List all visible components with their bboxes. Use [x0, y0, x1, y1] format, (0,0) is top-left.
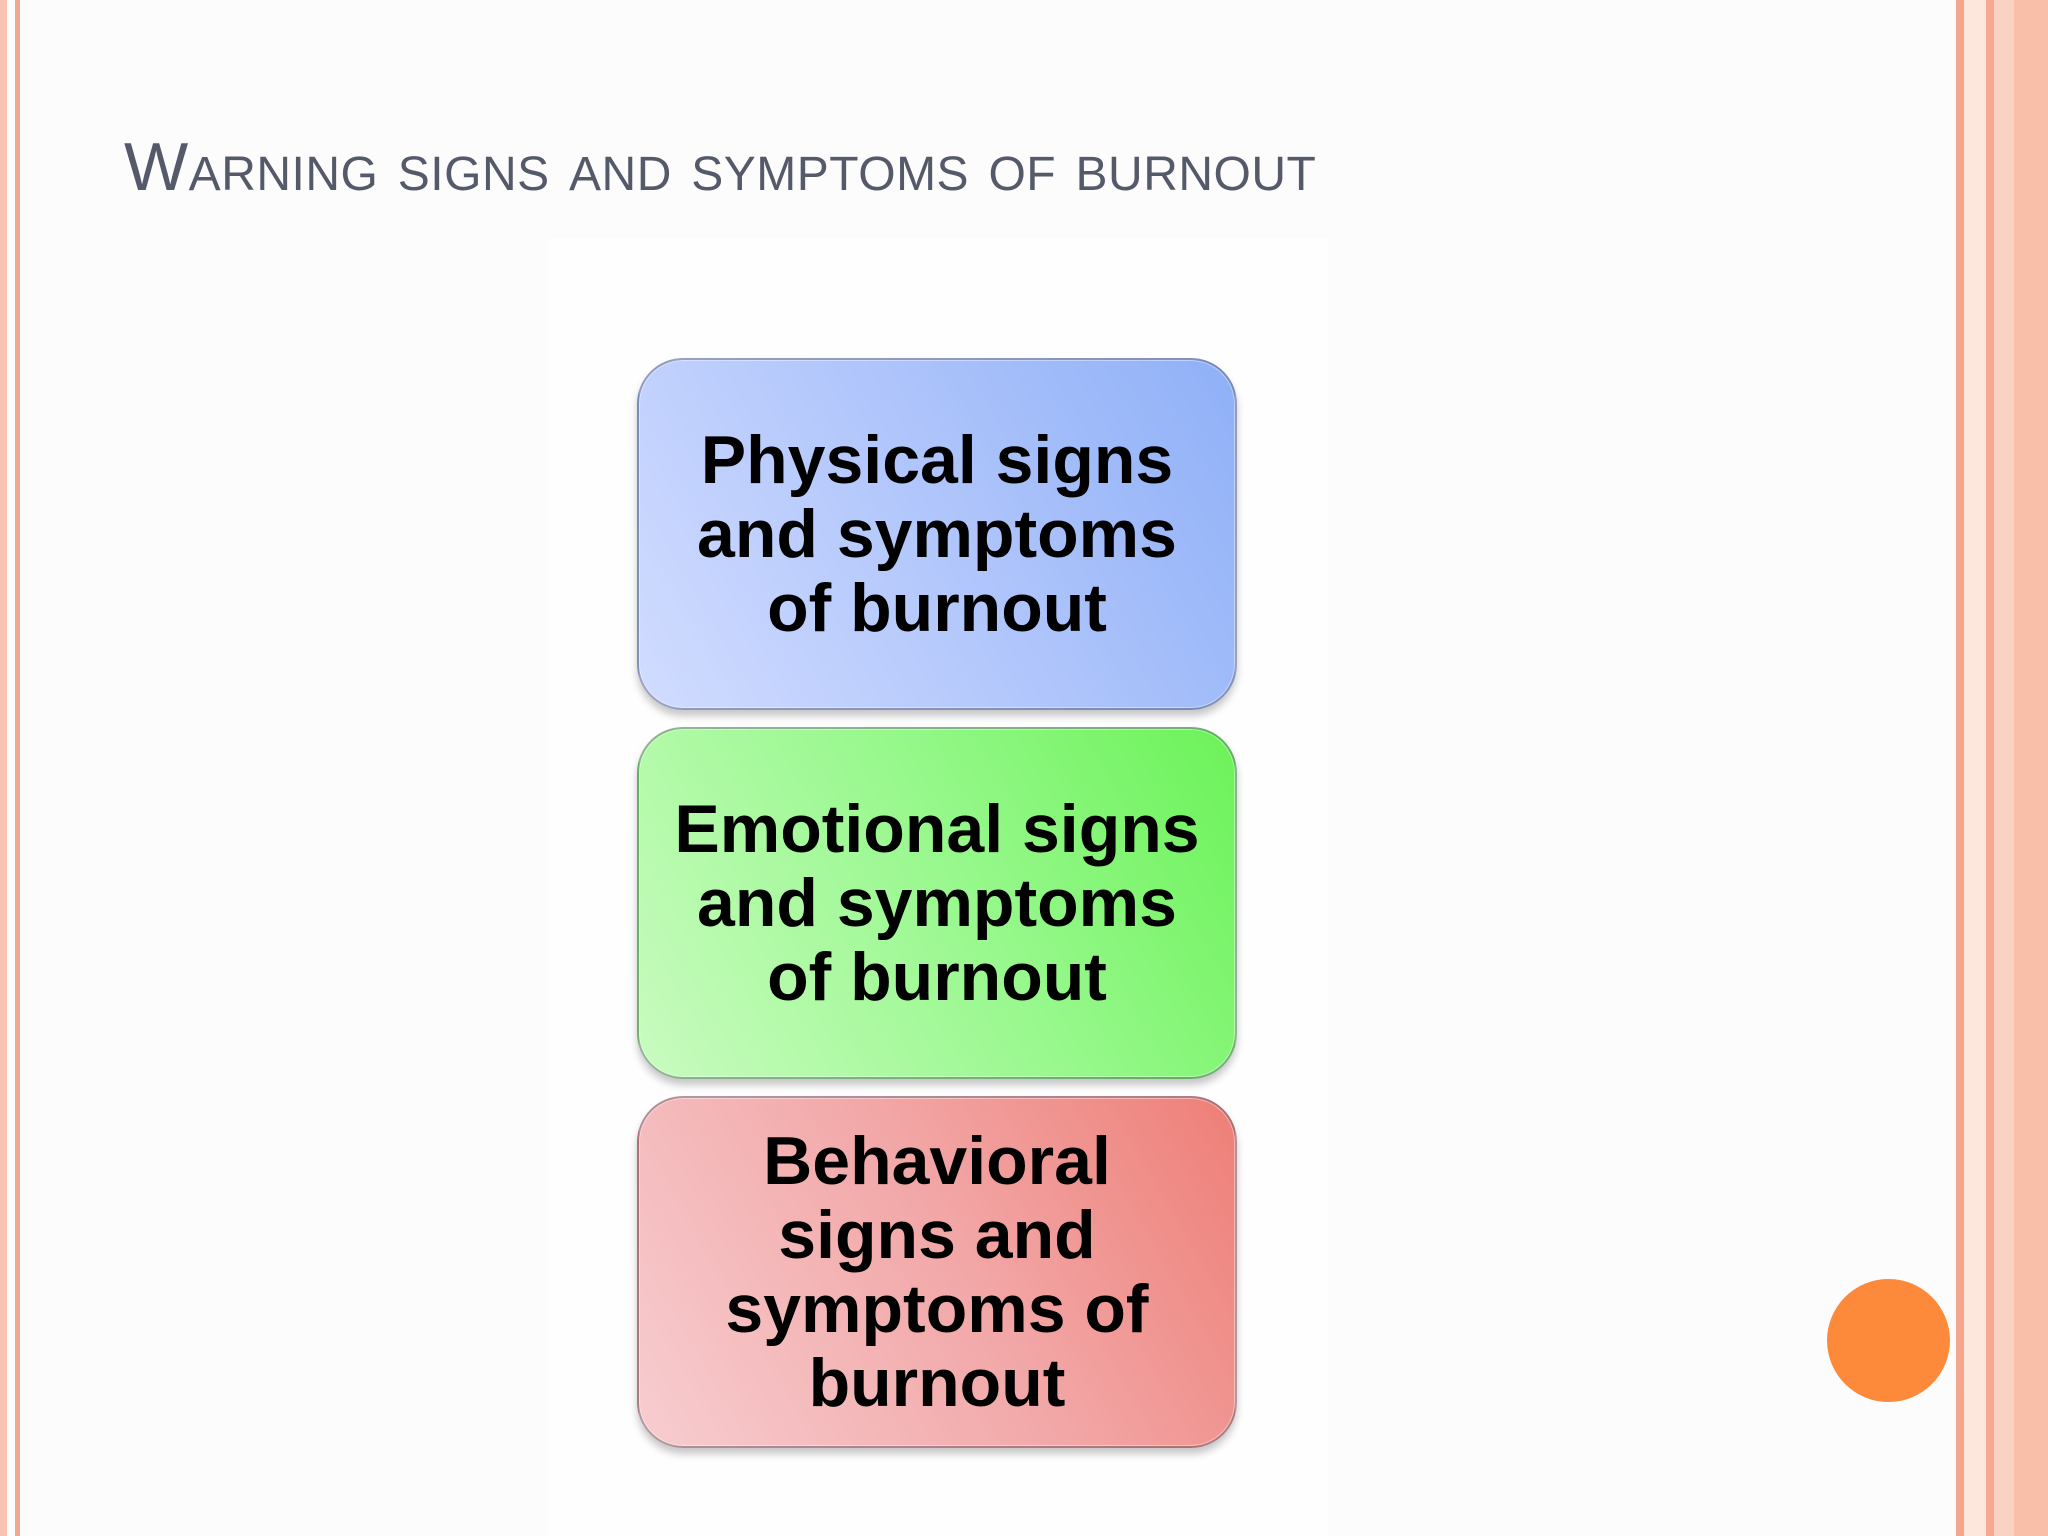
accent-circle — [1827, 1279, 1950, 1402]
emotional-signs-box: Emotional signs and symptoms of burnout — [637, 727, 1237, 1079]
right-border-band — [1964, 0, 1986, 1536]
slide-title: Warning signs and symptoms of burnout — [124, 129, 1317, 205]
right-border-band — [1994, 0, 2014, 1536]
right-border-band — [1986, 0, 1994, 1536]
left-border-stripe-inner — [15, 0, 20, 1536]
behavioral-signs-box: Behavioral signs and symptoms of burnout — [637, 1096, 1237, 1448]
right-border-band — [2014, 0, 2048, 1536]
behavioral-signs-label: Behavioral signs and symptoms of burnout — [725, 1123, 1149, 1421]
left-border-stripe — [0, 0, 7, 1536]
emotional-signs-label: Emotional signs and symptoms of burnout — [674, 791, 1200, 1015]
physical-signs-box: Physical signs and symptoms of burnout — [637, 358, 1237, 710]
physical-signs-label: Physical signs and symptoms of burnout — [697, 422, 1177, 646]
right-border-band — [1956, 0, 1964, 1536]
